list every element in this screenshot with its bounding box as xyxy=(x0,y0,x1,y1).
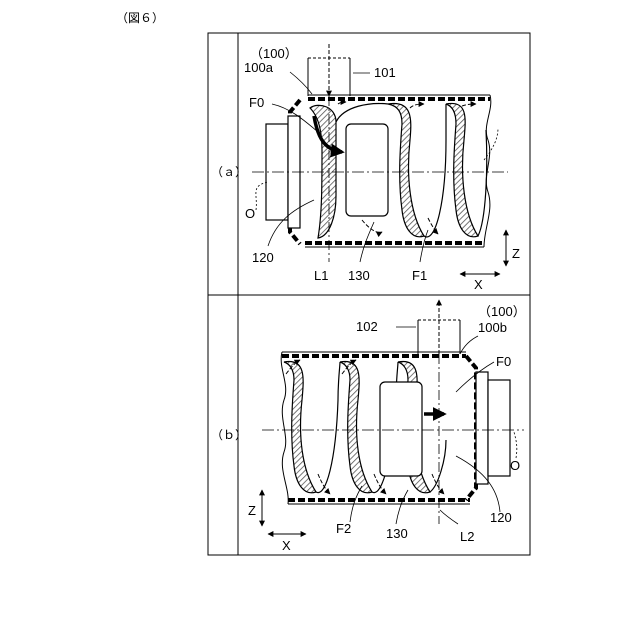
impeller-b xyxy=(380,382,422,476)
axis-z-a: Z xyxy=(512,246,520,261)
ref-l2: L2 xyxy=(460,529,474,544)
outlet-pipe-b xyxy=(418,300,460,354)
ref-100b: 100b xyxy=(478,320,507,335)
helical-fin-a xyxy=(310,103,478,238)
axes-zx-a xyxy=(460,230,506,274)
ref-f0-a: F0 xyxy=(249,95,264,110)
motor-b xyxy=(476,372,510,484)
broken-edge-b xyxy=(281,352,288,504)
axis-x-a: X xyxy=(474,277,483,292)
broken-edge-a xyxy=(484,95,491,247)
ref-100-b: （100） xyxy=(478,304,526,319)
ref-102: 102 xyxy=(356,319,378,334)
ref-f2: F2 xyxy=(336,521,351,536)
ref-o-a: O xyxy=(245,206,255,221)
tube-wall-b xyxy=(282,352,476,504)
ref-130-a: 130 xyxy=(348,268,370,283)
axes-zx-b xyxy=(262,490,306,534)
ref-101: 101 xyxy=(374,65,396,80)
impeller-a xyxy=(346,124,388,216)
ref-100a: 100a xyxy=(244,60,274,75)
ref-130-b: 130 xyxy=(386,526,408,541)
ref-100-a: （100） xyxy=(250,46,298,61)
panel-b-tag: （ｂ） xyxy=(211,428,247,442)
figure-caption: （図６） xyxy=(116,11,164,25)
panel-a-tag: （ａ） xyxy=(211,165,247,179)
axis-x-b: X xyxy=(282,538,291,553)
ref-l1: L1 xyxy=(314,268,328,283)
panel-a: （100） 100a 101 F0 O 120 L1 130 F1 Z X xyxy=(244,44,520,292)
axis-z-b: Z xyxy=(248,503,256,518)
ref-120-a: 120 xyxy=(252,250,274,265)
ref-f1: F1 xyxy=(412,268,427,283)
ref-o-b: O xyxy=(510,458,520,473)
ref-f0-b: F0 xyxy=(496,354,511,369)
panel-b: （100） 102 100b F0 O 120 L2 130 F2 Z X xyxy=(248,300,526,553)
inlet-pipe-a xyxy=(308,44,350,96)
ref-120-b: 120 xyxy=(490,510,512,525)
